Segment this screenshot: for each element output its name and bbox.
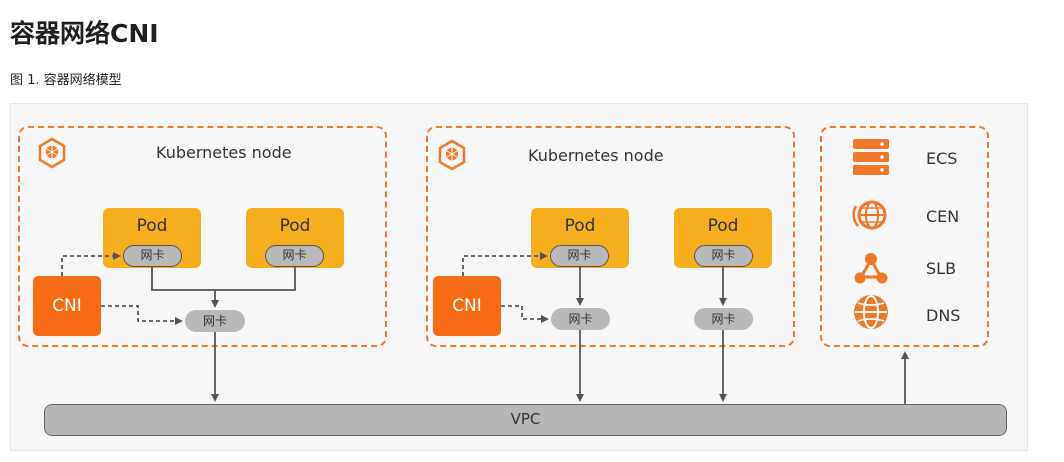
pod-4: Pod <box>674 208 772 268</box>
service-label-ecs: ECS <box>926 149 958 168</box>
server-icon <box>853 139 889 175</box>
node-title-2: Kubernetes node <box>528 146 664 165</box>
pod-nic-3: 网卡 <box>550 245 609 267</box>
pod-label: Pod <box>279 216 311 236</box>
pod-label: Pod <box>136 216 168 236</box>
service-label-dns: DNS <box>926 306 961 325</box>
pod-label: Pod <box>707 216 739 236</box>
cni-block-2: CNI <box>433 276 501 336</box>
pod-nic-4: 网卡 <box>694 245 753 267</box>
service-label-cen: CEN <box>926 207 960 226</box>
vpc-bar: VPC <box>44 404 1007 436</box>
pod-nic-2: 网卡 <box>265 245 324 267</box>
cni-block-1: CNI <box>33 276 101 336</box>
pod-label: Pod <box>564 216 596 236</box>
figure-caption: 图 1. 容器网络模型 <box>10 73 122 88</box>
dns-globe-icon <box>854 295 888 329</box>
slb-node-icon <box>854 253 888 284</box>
kubernetes-node-2 <box>426 126 795 347</box>
host-nic-1: 网卡 <box>185 310 245 332</box>
node-title-1: Kubernetes node <box>156 143 292 162</box>
host-nic-2: 网卡 <box>551 308 610 330</box>
service-label-slb: SLB <box>926 259 957 278</box>
pod-nic-1: 网卡 <box>123 245 182 267</box>
page-title: 容器网络CNI <box>10 19 159 48</box>
cen-globe-icon <box>852 200 887 230</box>
host-nic-3: 网卡 <box>694 308 753 330</box>
kubernetes-node-1 <box>18 126 387 347</box>
kubernetes-icon <box>438 139 466 171</box>
cloud-services-box <box>820 126 989 347</box>
kubernetes-icon <box>38 137 66 169</box>
